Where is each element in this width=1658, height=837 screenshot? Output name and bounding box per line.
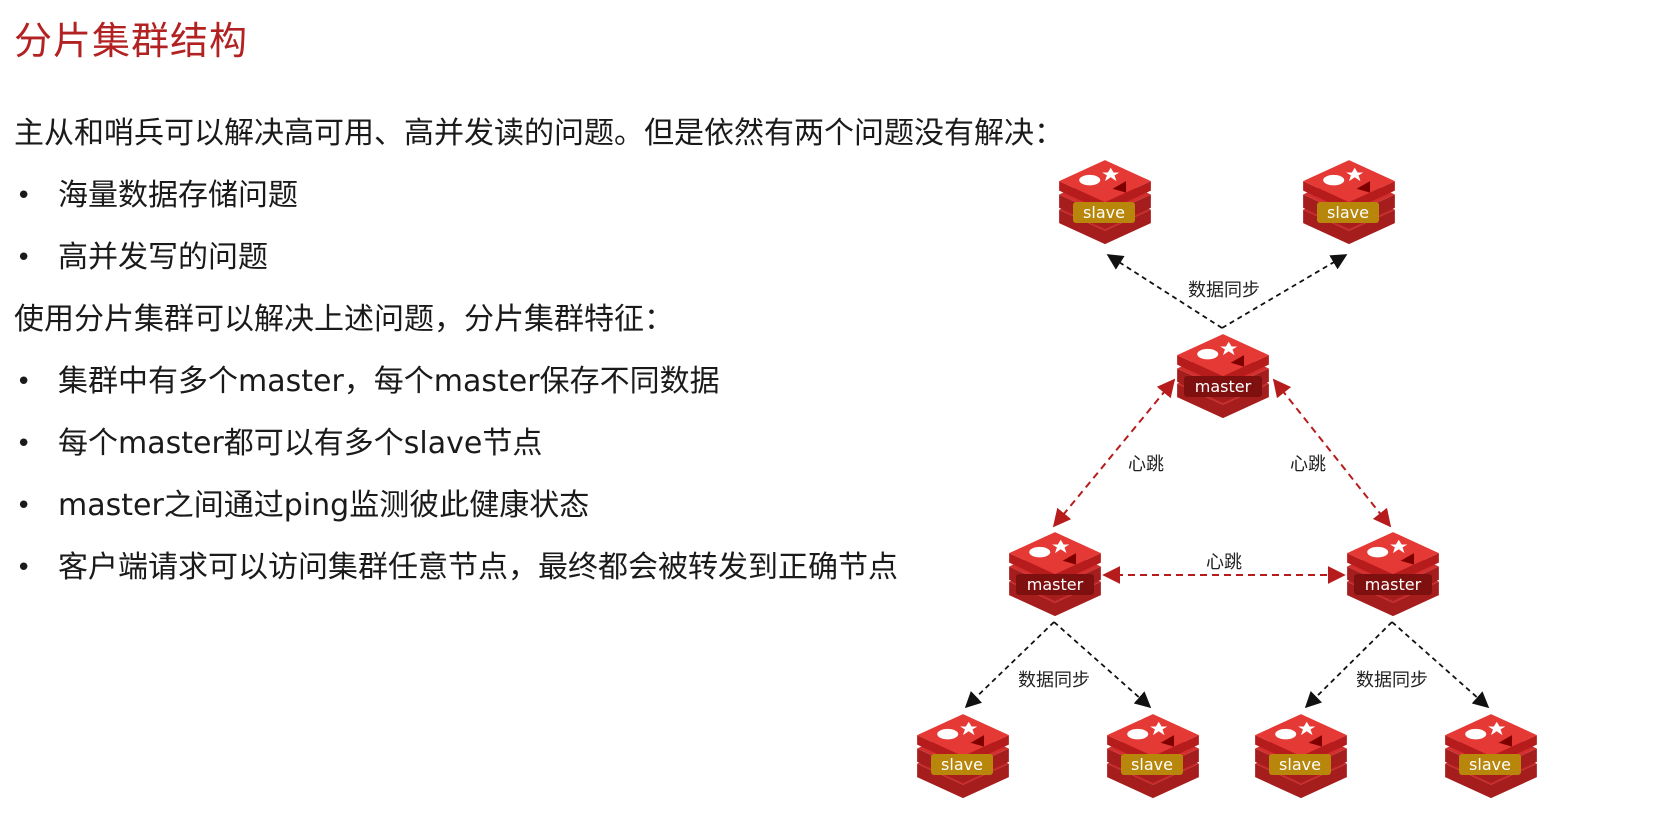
- list-item: • master之间通过ping监测彼此健康状态: [14, 475, 1014, 537]
- sync-label-left: 数据同步: [1018, 670, 1090, 691]
- solution-intro-text: 使用分片集群可以解决上述问题，分片集群特征：: [14, 302, 674, 337]
- node-label: slave: [1469, 755, 1511, 774]
- node-label: slave: [1327, 203, 1369, 222]
- list-item: • 高并发写的问题: [14, 227, 1014, 289]
- node-label: master: [1195, 377, 1252, 396]
- node-label-band: [1121, 754, 1183, 775]
- slave-node-top-right: slave: [1303, 160, 1395, 245]
- slave-node-bottom-3: slave: [1255, 714, 1347, 799]
- slave-node-bottom-2: slave: [1107, 714, 1199, 799]
- node-label: master: [1365, 575, 1422, 594]
- page-title: 分片集群结构: [14, 19, 249, 63]
- list-item-text: 客户端请求可以访问集群任意节点，最终都会被转发到正确节点: [58, 550, 898, 585]
- node-label-band: [1354, 574, 1432, 595]
- node-label-band: [1317, 202, 1379, 223]
- list-item: • 集群中有多个master，每个master保存不同数据: [14, 351, 1014, 413]
- list-item-text: 高并发写的问题: [58, 240, 268, 275]
- slave-node-bottom-4: slave: [1445, 714, 1537, 799]
- node-label: slave: [1083, 203, 1125, 222]
- sync-arrow-left-a: [964, 621, 1055, 709]
- list-item-text: master之间通过ping监测彼此健康状态: [58, 488, 590, 523]
- sync-arrow-left-b: [1053, 621, 1152, 709]
- list-item: • 海量数据存储问题: [14, 165, 1014, 227]
- heartbeat-arrow-top-left: [1052, 378, 1176, 528]
- bullet-icon: •: [16, 429, 32, 459]
- bullet-icon: •: [16, 367, 32, 397]
- heartbeat-label-right: 心跳: [1290, 454, 1326, 475]
- list-item-text: 每个master都可以有多个slave节点: [58, 426, 543, 461]
- node-label-band: [1184, 376, 1262, 397]
- slave-node-bottom-1: slave: [917, 714, 1009, 799]
- list-item: • 客户端请求可以访问集群任意节点，最终都会被转发到正确节点: [14, 537, 1014, 599]
- heartbeat-edges: [1052, 378, 1392, 584]
- master-node-top: master: [1177, 334, 1269, 419]
- heartbeat-label-left: 心跳: [1128, 454, 1164, 475]
- node-label: slave: [1131, 755, 1173, 774]
- node-label: slave: [1279, 755, 1321, 774]
- sync-arrow-top-right: [1221, 254, 1348, 329]
- node-label: slave: [941, 755, 983, 774]
- master-node-left: master: [1009, 532, 1101, 617]
- node-label-band: [1073, 202, 1135, 223]
- bullet-icon: •: [16, 491, 32, 521]
- node-label-band: [1459, 754, 1521, 775]
- heartbeat-arrow-top-right: [1272, 378, 1392, 528]
- node-label-band: [931, 754, 993, 775]
- sync-arrow-right-a: [1304, 621, 1393, 709]
- node-label-band: [1269, 754, 1331, 775]
- heartbeat-label-bottom: 心跳: [1206, 552, 1242, 573]
- bullet-icon: •: [16, 553, 32, 583]
- list-item-text: 集群中有多个master，每个master保存不同数据: [58, 364, 720, 399]
- list-item-text: 海量数据存储问题: [58, 178, 298, 213]
- list-item: • 每个master都可以有多个slave节点: [14, 413, 1014, 475]
- sync-label-top: 数据同步: [1188, 280, 1260, 301]
- sync-arrow-top-left: [1106, 254, 1223, 329]
- intro-text: 主从和哨兵可以解决高可用、高并发读的问题。但是依然有两个问题没有解决：: [14, 116, 1064, 151]
- sync-label-right: 数据同步: [1356, 670, 1428, 691]
- bullet-icon: •: [16, 243, 32, 273]
- bullet-icon: •: [16, 181, 32, 211]
- master-node-right: master: [1347, 532, 1439, 617]
- slave-node-top-left: slave: [1059, 160, 1151, 245]
- node-label: master: [1027, 575, 1084, 594]
- sync-arrow-right-b: [1391, 621, 1490, 709]
- sync-edges: [964, 254, 1490, 709]
- node-label-band: [1016, 574, 1094, 595]
- slide-body: 主从和哨兵可以解决高可用、高并发读的问题。但是依然有两个问题没有解决： • 海量…: [14, 103, 1064, 599]
